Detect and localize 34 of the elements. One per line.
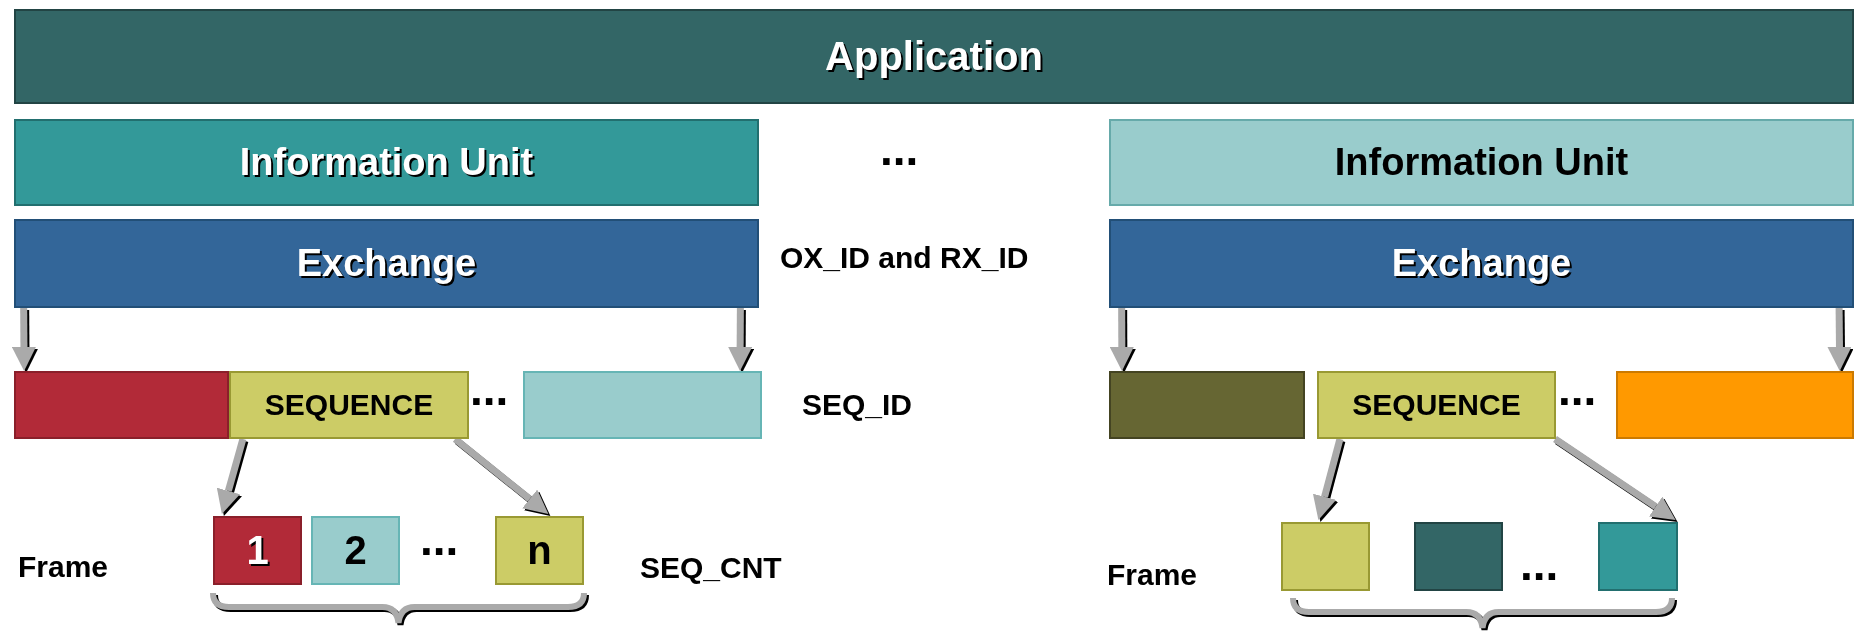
sequence-box: SEQUENCE <box>1317 371 1556 439</box>
sequence-box <box>523 371 762 439</box>
sequence-box <box>1109 371 1305 439</box>
arrow <box>728 307 753 371</box>
id-label: SEQ_CNT <box>640 550 782 586</box>
sequence-box <box>14 371 229 439</box>
frame-box: n <box>495 516 584 585</box>
id-label: OX_ID and RX_ID <box>780 240 1029 276</box>
ellipsis: ... <box>470 362 509 418</box>
arrow <box>1827 307 1852 371</box>
arrow <box>216 438 247 514</box>
frame-box: 2 <box>311 516 400 585</box>
sequence-box: SEQUENCE <box>229 371 469 439</box>
unit-box: Information Unit <box>14 119 759 206</box>
unit-box: Information Unit <box>1109 119 1854 206</box>
frame-box: 1 <box>213 516 302 585</box>
arrow <box>1312 438 1344 520</box>
id-label: SEQ_ID <box>802 387 913 423</box>
arrow <box>1109 308 1134 371</box>
arrow <box>11 308 36 371</box>
row-label: Frame <box>18 549 109 585</box>
ellipsis: ... <box>1520 537 1559 593</box>
ellipsis: ... <box>420 512 459 568</box>
row-label: Frame <box>1107 557 1198 593</box>
frame-box <box>1414 522 1503 591</box>
arrow <box>1553 436 1676 520</box>
application-bar: Application <box>14 9 1854 104</box>
frame-box <box>1598 522 1678 591</box>
sequence-box <box>1616 371 1854 439</box>
exchange-box: Exchange <box>14 219 759 308</box>
ellipsis: ... <box>880 122 919 178</box>
exchange-box: Exchange <box>1109 219 1854 308</box>
frame-box <box>1281 522 1370 591</box>
ellipsis: ... <box>1558 362 1597 418</box>
